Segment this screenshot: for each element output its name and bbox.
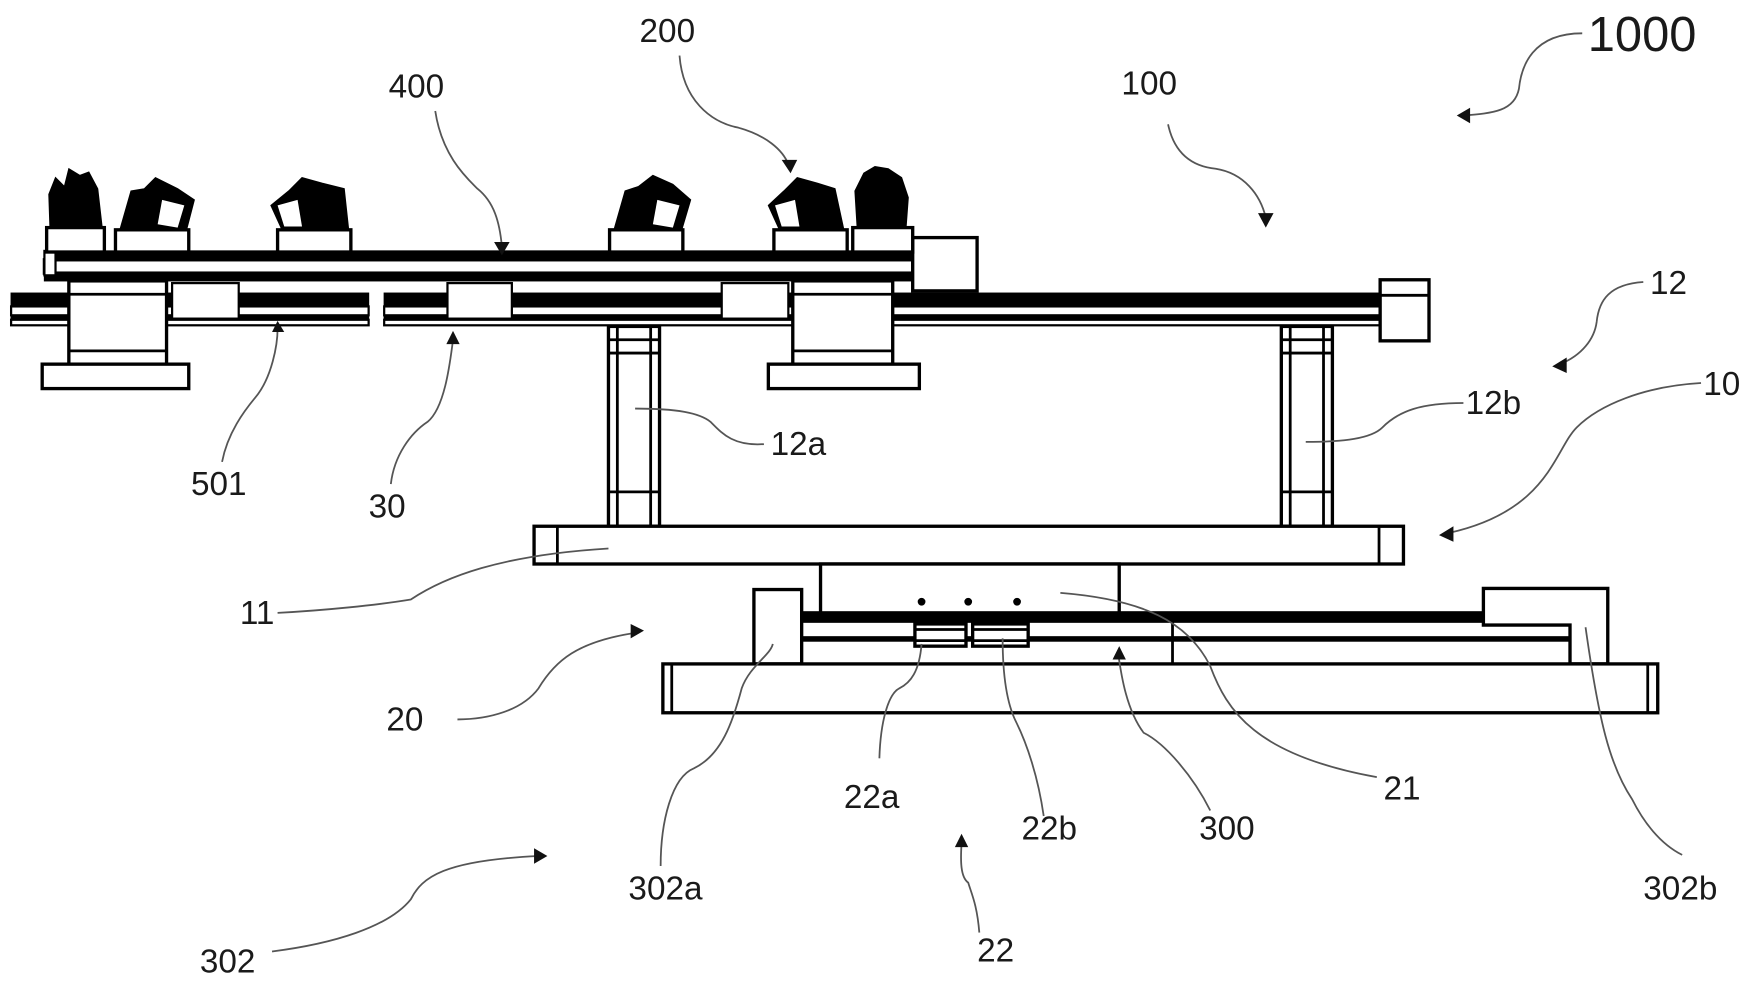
- label-12: 12: [1650, 265, 1687, 302]
- label-1000: 1000: [1588, 8, 1697, 62]
- label-200: 200: [640, 13, 696, 50]
- label-21: 21: [1383, 770, 1420, 807]
- slider-block: [172, 283, 239, 319]
- label-30: 30: [369, 488, 406, 525]
- label-302a: 302a: [628, 870, 703, 907]
- slider-22b: [973, 624, 1029, 646]
- label-302: 302: [200, 944, 256, 981]
- label-11: 11: [240, 595, 275, 632]
- slider-22a: [915, 624, 966, 646]
- label-20: 20: [386, 702, 423, 739]
- label-10: 10: [1703, 366, 1740, 403]
- rail-end-cap: [1380, 280, 1429, 341]
- gripper: [853, 167, 913, 252]
- column-12a: [608, 326, 659, 526]
- gripper: [610, 175, 691, 252]
- frame-10: [534, 326, 1403, 564]
- base-plate-11: [534, 526, 1403, 564]
- label-22a: 22a: [844, 779, 900, 816]
- label-12a: 12a: [771, 426, 827, 463]
- bottom-base-plate: [663, 664, 1658, 713]
- gripper: [115, 178, 194, 252]
- label-100: 100: [1121, 65, 1177, 102]
- gripper: [47, 169, 105, 252]
- upper-conveyor-assembly: [11, 167, 1429, 389]
- stop-block-302a: [754, 590, 802, 664]
- gripper-set-200: [47, 167, 913, 252]
- label-400: 400: [389, 69, 445, 106]
- label-12b: 12b: [1466, 385, 1522, 422]
- gripper: [768, 178, 847, 252]
- label-22: 22: [977, 932, 1014, 969]
- carrier-plate-400: [44, 251, 912, 281]
- gripper: [271, 178, 351, 252]
- label-300: 300: [1199, 810, 1255, 847]
- slider-block: [447, 283, 511, 319]
- label-501: 501: [191, 466, 247, 503]
- drive-motor-block: [913, 238, 977, 291]
- column-12b: [1281, 326, 1332, 526]
- hanger-21: [821, 564, 1120, 614]
- reference-labels: 1000 100 200 400 501 30 12 12a 12b 10 11…: [191, 8, 1740, 980]
- leader-lines: [222, 33, 1701, 951]
- label-302b: 302b: [1643, 870, 1717, 907]
- slider-block: [722, 283, 789, 319]
- label-22b: 22b: [1022, 810, 1078, 847]
- lower-assembly-20: [663, 564, 1658, 713]
